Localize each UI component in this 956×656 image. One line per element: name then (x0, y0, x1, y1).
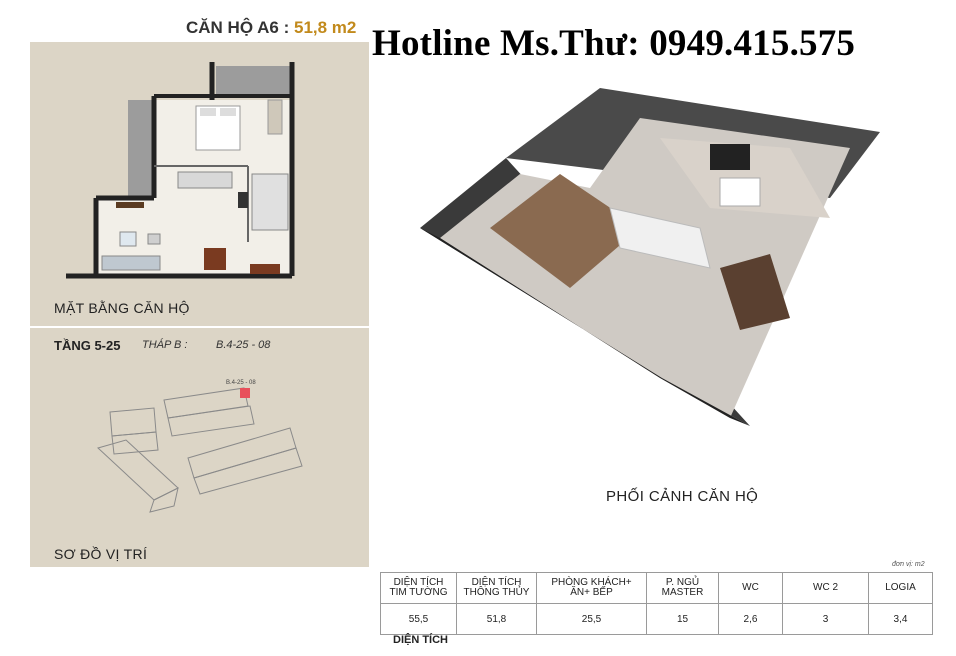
header-cell: WC (718, 572, 783, 604)
apartment-3d-render (420, 88, 880, 426)
value-cell: 51,8 (456, 603, 537, 635)
unit-marker (240, 388, 250, 398)
header-cell: WC 2 (782, 572, 869, 604)
balcony-area (128, 100, 154, 198)
bathroom (251, 173, 289, 231)
sofa-icon (101, 255, 161, 271)
floor-plan-drawing (66, 62, 295, 279)
plan-caption: MẶT BẰNG CĂN HỘ (54, 300, 190, 316)
header-cell: LOGIA (868, 572, 933, 604)
unit-label: CĂN HỘ A6 : (186, 18, 290, 37)
unit-area: 51,8 m2 (294, 18, 357, 37)
value-cell: 15 (646, 603, 719, 635)
unit-code: B.4-25 - 08 (216, 339, 271, 351)
tower-label: THÁP B : (142, 339, 188, 351)
unit-note: đơn vị: m2 (892, 561, 925, 568)
value-cell: 3 (782, 603, 869, 635)
tv-cabinet (116, 202, 144, 208)
value-cell: 3,4 (868, 603, 933, 635)
logia-area (216, 66, 292, 96)
marker-label: B.4-25 - 08 (226, 380, 256, 386)
table-row: 55,5 51,8 25,5 15 2,6 3 3,4 (380, 603, 933, 635)
hotline-text: Hotline Ms.Thư: 0949.415.575 (372, 23, 856, 64)
site-plan-panel: TẦNG 5-25 THÁP B : B.4-25 - 08 B.4-25 - … (30, 328, 369, 567)
unit-title: CĂN HỘ A6 : 51,8 m2 (186, 18, 356, 38)
floor-plan-panel: MẶT BẰNG CĂN HỘ (30, 42, 369, 326)
kitchen-counter (177, 171, 233, 189)
header-cell: PHÒNG KHÁCH+ĂN+ BẾP (536, 572, 647, 604)
value-cell: 2,6 (718, 603, 783, 635)
dining-table-icon (204, 248, 226, 270)
value-cell: 55,5 (380, 603, 457, 635)
table-footer: DIỆN TÍCH (393, 634, 448, 646)
value-cell: 25,5 (536, 603, 647, 635)
site-map-drawing: B.4-25 - 08 (97, 380, 303, 513)
render-caption: PHỐI CẢNH CĂN HỘ (606, 488, 759, 505)
floor-label: TẦNG 5-25 (54, 338, 121, 353)
site-caption: SƠ ĐỒ VỊ TRÍ (54, 546, 148, 562)
